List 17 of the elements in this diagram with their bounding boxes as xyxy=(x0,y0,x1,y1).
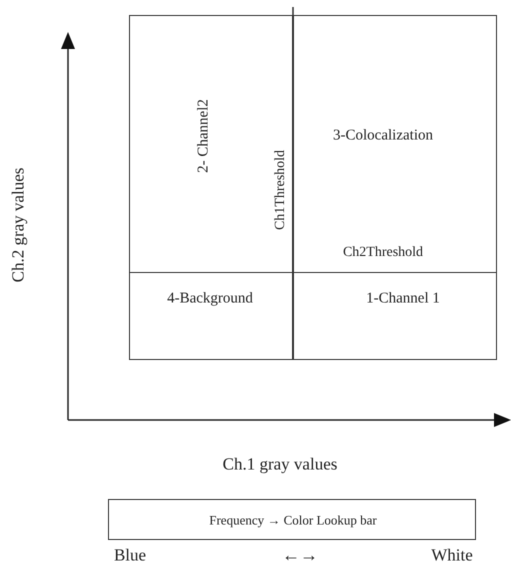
quadrant-region xyxy=(129,272,294,360)
axis-title: Ch.1 gray values xyxy=(222,456,338,472)
direction-arrow: ←→ xyxy=(282,546,318,564)
quadrant-region xyxy=(292,272,497,360)
region-label: 4-Background xyxy=(167,292,253,306)
region-label: 3-Colocalization xyxy=(333,128,433,144)
lookup-bar xyxy=(108,499,476,540)
threshold-label: Ch1Threshold xyxy=(274,150,288,230)
threshold-label: Ch2Threshold xyxy=(342,246,424,260)
quadrant-region xyxy=(129,15,294,273)
scale-end-label: Blue xyxy=(114,546,146,564)
region-label: 1-Channel 1 xyxy=(366,292,440,306)
scale-end-label: White xyxy=(431,546,473,564)
region-label: Frequency → Color Lookup bar xyxy=(209,514,377,526)
axis-title: Ch.2 gray values xyxy=(10,168,26,282)
region-label: 2- Channel2 xyxy=(196,99,212,173)
quadrant-region xyxy=(292,15,497,273)
